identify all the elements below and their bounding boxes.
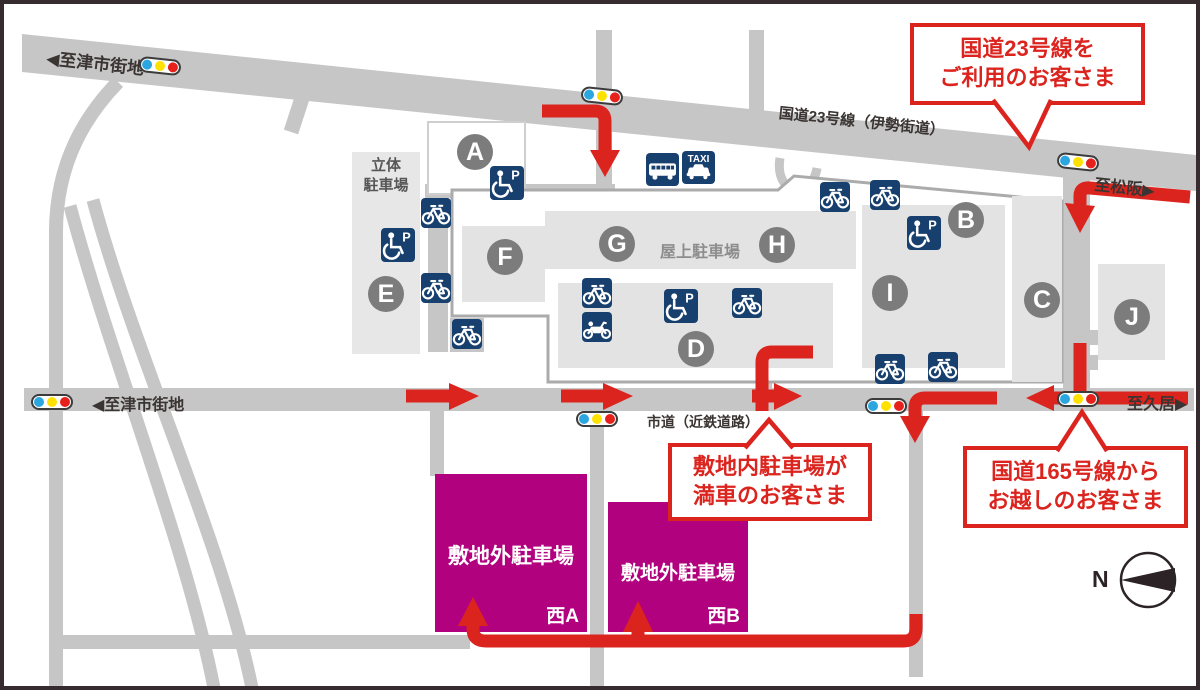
offsite-parking-blocks xyxy=(435,474,748,632)
offsite-lot-west-a xyxy=(435,474,587,632)
accessible-parking-icon: P xyxy=(381,228,415,262)
accessible-parking-icon: P xyxy=(907,216,941,250)
accessible-parking-icon: P xyxy=(490,166,524,200)
route-arrowheads xyxy=(449,150,1095,632)
compass xyxy=(1119,551,1177,609)
callout-route165-customers: 国道165号線から お越しのお客さま xyxy=(963,446,1188,528)
label-cityroad-to-hisai: 至久居▶ xyxy=(1127,396,1188,413)
bicycle-parking-icon xyxy=(452,319,482,349)
svg-text:TAXI: TAXI xyxy=(688,154,710,165)
callout-parking-full-customers: 敷地内駐車場が 満車のお客さま xyxy=(668,443,872,521)
label-rooftop-parking: 屋上駐車場 xyxy=(660,244,741,261)
parking-badge-d: D xyxy=(678,331,714,367)
bus-stop-icon xyxy=(646,153,679,186)
traffic-signal-icon xyxy=(31,394,73,410)
bicycle-parking-icon xyxy=(421,273,451,303)
svg-text:P: P xyxy=(511,167,520,182)
parking-badge-a: A xyxy=(457,134,493,170)
compass-n-label: N xyxy=(1092,566,1109,592)
accessible-parking-icon: P xyxy=(664,289,698,323)
traffic-signal-icon xyxy=(865,398,907,414)
parking-badge-h: H xyxy=(759,227,795,263)
motorcycle-parking-icon xyxy=(582,312,612,342)
callout-route23-customers: 国道23号線を ご利用のお客さま xyxy=(910,23,1145,105)
bicycle-parking-icon xyxy=(820,182,850,212)
offsite-lot-west-b xyxy=(608,502,748,632)
offsite-lot-a-code: 西A xyxy=(546,606,579,627)
label-multistory-parking: 立体 駐車場 xyxy=(363,157,409,194)
svg-text:P: P xyxy=(402,229,411,244)
rooftop-parking-block xyxy=(462,211,856,302)
bicycle-parking-icon xyxy=(421,198,451,228)
parking-badge-b: B xyxy=(948,202,984,238)
traffic-signal-icon xyxy=(1057,391,1099,407)
parking-badge-g: G xyxy=(599,226,635,262)
parking-badge-e: E xyxy=(368,276,404,312)
parking-badge-f: F xyxy=(487,239,523,275)
traffic-signal-icon xyxy=(576,411,618,427)
label-cityroad-to-tsu: ◀至津市街地 xyxy=(92,397,185,414)
offsite-lot-b-code: 西B xyxy=(707,606,740,627)
bicycle-parking-icon xyxy=(875,354,905,384)
svg-text:P: P xyxy=(685,290,694,305)
label-cityroad-name: 市道（近鉄道路） xyxy=(647,414,759,430)
offsite-lot-b-name: 敷地外駐車場 xyxy=(620,563,735,584)
parking-badge-c: C xyxy=(1024,282,1060,318)
taxi-stand-icon: TAXI xyxy=(682,151,715,184)
bicycle-parking-icon xyxy=(582,278,612,308)
bicycle-parking-icon xyxy=(870,180,900,210)
parking-badge-i: I xyxy=(872,275,908,311)
offsite-lot-a-name: 敷地外駐車場 xyxy=(448,545,574,568)
bicycle-parking-icon xyxy=(928,352,958,382)
svg-text:P: P xyxy=(928,217,937,232)
compass-north-arrow xyxy=(1121,568,1175,592)
bicycle-parking-icon xyxy=(732,288,762,318)
parking-badge-j: J xyxy=(1114,299,1150,335)
